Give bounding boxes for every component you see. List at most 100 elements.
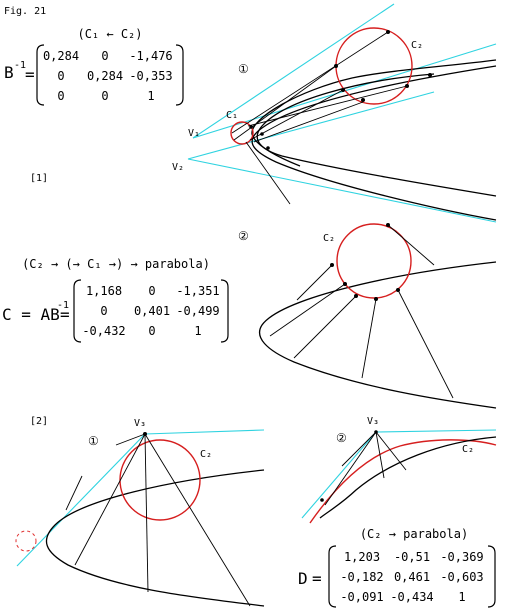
connector-line xyxy=(293,295,357,359)
matrix-c-cell: 1 xyxy=(194,324,201,338)
label-c2: C₂ xyxy=(462,444,474,455)
parabola xyxy=(259,261,497,409)
matrix-c-cell: -0,499 xyxy=(176,304,219,318)
matrix-b-cell: 0 xyxy=(101,49,108,63)
point xyxy=(320,498,324,502)
matrix-b-symbol: B xyxy=(4,63,14,82)
point xyxy=(361,98,365,102)
matrix-d-cell: 1,203 xyxy=(344,550,380,564)
matrix-b-left-bracket xyxy=(36,44,45,106)
tangent-line xyxy=(301,431,377,519)
point xyxy=(343,282,347,286)
matrix-b-cell: 0 xyxy=(57,69,64,83)
matrix-c-superscript: -1 xyxy=(57,300,69,311)
matrix-b-cell: 0,284 xyxy=(43,49,79,63)
matrix-b-cell: -0,353 xyxy=(129,69,172,83)
point xyxy=(405,84,409,88)
connector-line xyxy=(115,433,146,446)
panel-2-2-diagram: ② V₃ C₂ xyxy=(301,416,497,524)
matrix-c-cell: 0 xyxy=(148,324,155,338)
section-2-label: [2] xyxy=(30,416,48,427)
point xyxy=(354,294,358,298)
point xyxy=(386,30,390,34)
matrix-d-cells: 1,203 -0,51 -0,369 -0,182 0,461 -0,603 -… xyxy=(340,550,483,604)
matrix-d-right-bracket xyxy=(487,545,496,608)
point xyxy=(396,288,400,292)
connector-line xyxy=(387,224,435,266)
matrix-c-equals: = xyxy=(60,305,70,324)
circle-c2 xyxy=(335,27,413,105)
dashed-circle xyxy=(15,530,37,552)
vertex-v3 xyxy=(143,432,147,436)
point xyxy=(374,297,378,301)
matrix-b-superscript: -1 xyxy=(14,60,26,71)
connector-line xyxy=(269,283,346,337)
outer-parabola xyxy=(251,65,497,221)
parabola xyxy=(45,469,265,607)
matrix-c-lhs: C = AB xyxy=(2,305,60,324)
label-c1: C₁ xyxy=(226,110,238,121)
label-v3: V₃ xyxy=(134,418,146,429)
matrix-c-cell: 0 xyxy=(148,284,155,298)
matrix-d-cell: 1 xyxy=(458,590,465,604)
vertex-v3 xyxy=(374,430,378,434)
tangent-line xyxy=(16,433,146,567)
connector-line xyxy=(324,431,377,506)
matrix-d-cell: -0,182 xyxy=(340,570,383,584)
connector-line xyxy=(144,433,251,607)
section-1-label: [1] xyxy=(30,173,48,184)
tangent-line xyxy=(187,158,497,223)
matrix-d-name: D = xyxy=(298,569,322,588)
label-c2: C₂ xyxy=(411,40,423,51)
tangent-line xyxy=(187,91,435,160)
matrix-c-name: C = AB -1 = xyxy=(2,300,70,324)
connector-line xyxy=(296,264,333,301)
connector-line xyxy=(247,85,408,127)
matrix-d-cell: -0,091 xyxy=(340,590,383,604)
matrix-b-name: B -1 = xyxy=(4,60,35,84)
matrix-b-cell: 0,284 xyxy=(87,69,123,83)
connector-line xyxy=(375,431,385,479)
matrix-c-cell: 0,401 xyxy=(134,304,170,318)
point xyxy=(249,125,253,129)
matrix-d-cell: -0,434 xyxy=(390,590,433,604)
matrix-b-title: (C₁ ← C₂) xyxy=(77,27,142,41)
matrix-d-left-bracket xyxy=(328,545,337,608)
connector-line xyxy=(253,101,364,143)
connector-line xyxy=(65,475,83,511)
figure-label: Fig. 21 xyxy=(4,6,46,17)
panel-1-1-diagram: ① C₂ C₁ V₁ V₂ xyxy=(172,3,497,223)
label-v3: V₃ xyxy=(367,416,379,427)
matrix-d-cell: -0,369 xyxy=(440,550,483,564)
matrix-d-cell: 0,461 xyxy=(394,570,430,584)
tangent-line xyxy=(192,3,395,139)
label-c2: C₂ xyxy=(200,449,212,460)
point xyxy=(341,88,345,92)
label-v1: V₁ xyxy=(188,128,200,139)
matrix-c-cell: -0,432 xyxy=(82,324,125,338)
point xyxy=(260,132,264,136)
matrix-b-cell: -1,476 xyxy=(129,49,172,63)
matrix-b-right-bracket xyxy=(175,44,184,106)
connector-line xyxy=(341,431,377,467)
matrix-b-cell: 0 xyxy=(57,89,64,103)
point xyxy=(266,146,270,150)
matrix-d-cell: -0,603 xyxy=(440,570,483,584)
connector-line xyxy=(361,298,377,379)
connector-line xyxy=(144,433,149,593)
connector-line xyxy=(397,289,454,399)
panel-1-1-marker: ① xyxy=(238,62,249,76)
inner-parabola xyxy=(251,59,497,167)
matrix-d-equals: = xyxy=(312,569,322,588)
matrix-c-cell: 0 xyxy=(100,304,107,318)
matrix-b-cells: 0,284 0 -1,476 0 0,284 -0,353 0 0 1 xyxy=(43,49,173,103)
matrix-c-cell: 1,168 xyxy=(86,284,122,298)
connector-line xyxy=(231,31,389,134)
matrix-b-cell: 1 xyxy=(147,89,154,103)
panel-2-1-diagram: ① V₃ C₂ xyxy=(15,418,265,607)
matrix-c-cell: -1,351 xyxy=(176,284,219,298)
matrix-c-cells: 1,168 0 -1,351 0 0,401 -0,499 -0,432 0 1 xyxy=(82,284,219,338)
parabola-arc xyxy=(319,436,497,519)
circle-c1 xyxy=(230,121,254,145)
